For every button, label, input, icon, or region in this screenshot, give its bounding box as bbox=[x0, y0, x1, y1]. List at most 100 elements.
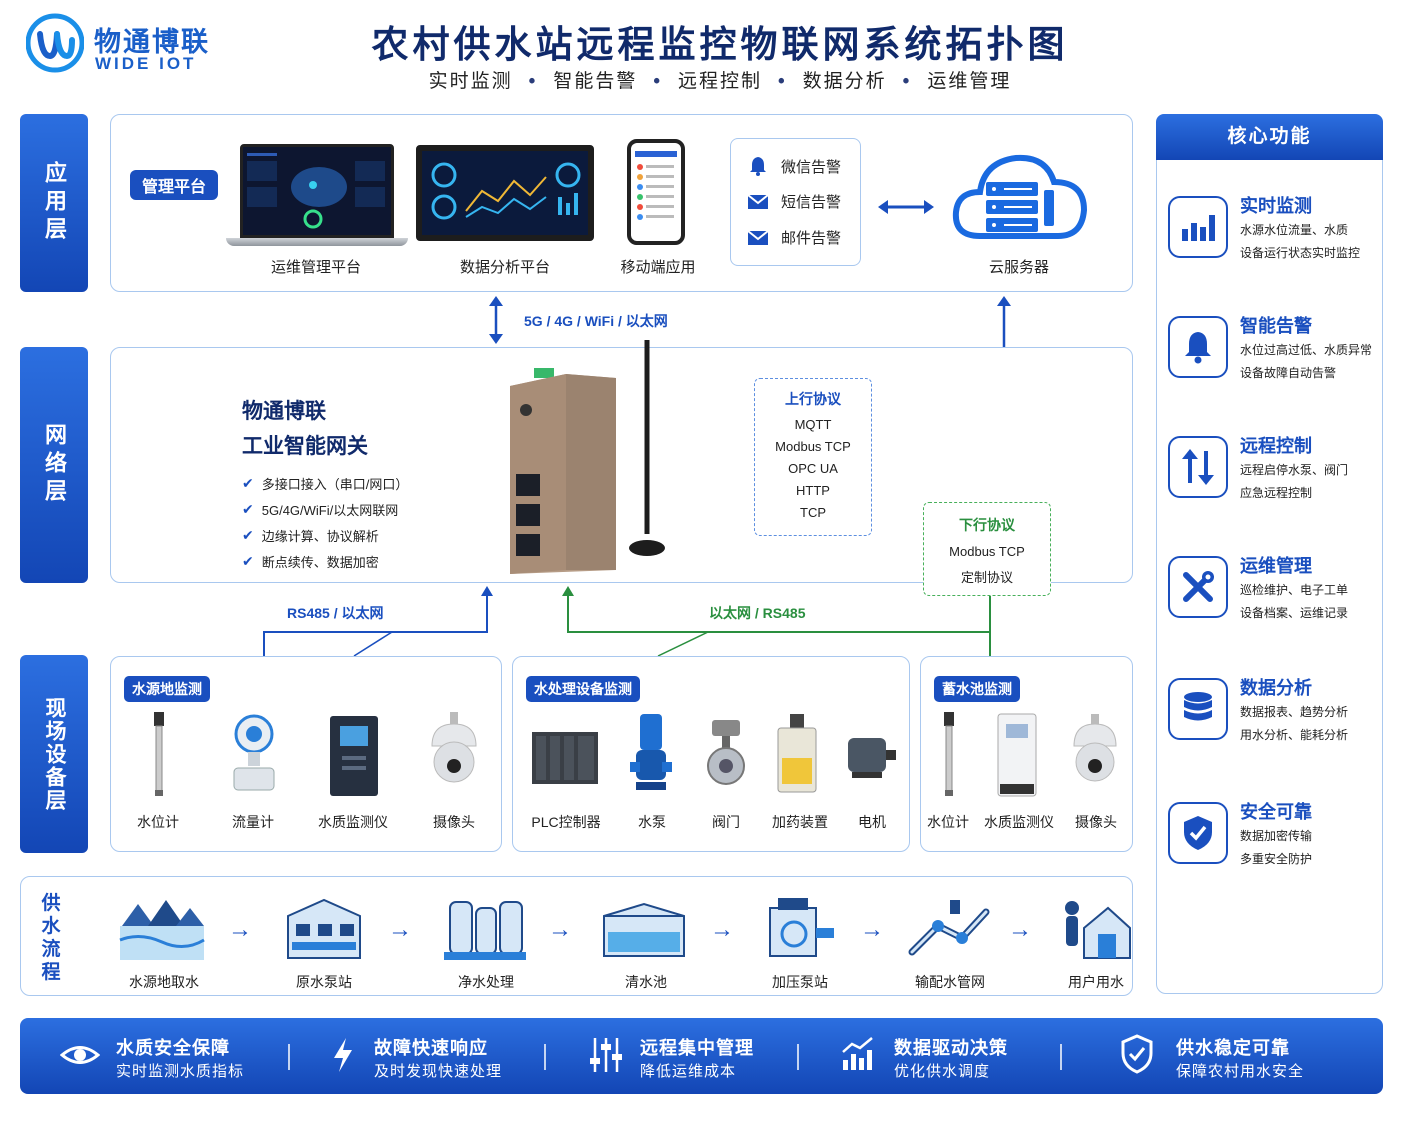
benefit-divider bbox=[288, 1044, 290, 1070]
benefit-title: 供水稳定可靠 bbox=[1176, 1038, 1290, 1058]
subtitle-sep: • bbox=[653, 71, 662, 92]
clear-water-tank-icon bbox=[603, 902, 685, 957]
flow-arrow-icon: → bbox=[228, 916, 252, 943]
ptz-camera-icon bbox=[431, 712, 477, 783]
benefit-subtitle: 实时监测水质指标 bbox=[116, 1063, 245, 1080]
device-label-analytics-platform: 数据分析平台 bbox=[459, 259, 550, 276]
core-function-desc: 水位过高过低、水质异常设备故障自动告警 bbox=[1240, 343, 1373, 380]
core-function-item: 远程控制 远程启停水泵、阀门应急远程控制 bbox=[1168, 432, 1378, 508]
device-name: 水泵 bbox=[638, 814, 666, 830]
protocol-item: MQTT bbox=[794, 417, 832, 432]
core-function-title: 运维管理 bbox=[1240, 556, 1312, 576]
up-down-arrows-icon bbox=[1168, 436, 1228, 498]
check-icon: ✔ bbox=[242, 552, 254, 569]
flow-arrow-icon: → bbox=[710, 916, 734, 943]
household-water-icon bbox=[1065, 901, 1131, 959]
core-function-title: 实时监测 bbox=[1240, 196, 1312, 216]
device-name: 水位计 bbox=[927, 814, 969, 830]
field-group-tag: 水处理设备监测 bbox=[526, 676, 640, 702]
layer-tab-application: 应用层 bbox=[20, 114, 88, 292]
benefit-divider bbox=[544, 1044, 546, 1070]
layer-label-flow: 供水流程 bbox=[41, 893, 61, 983]
eye-icon bbox=[60, 1046, 100, 1064]
electric-motor-icon bbox=[848, 738, 896, 778]
gateway-feature-list: ✔多接口接入（串口/网口） ✔5G/4G/WiFi/以太网联网 ✔边缘计算、协议… bbox=[242, 470, 408, 574]
plc-controller-icon bbox=[532, 732, 598, 784]
laptop-illustration bbox=[226, 144, 408, 246]
mobile-app-icon bbox=[635, 151, 677, 220]
device-label-ops-platform: 运维管理平台 bbox=[270, 259, 361, 276]
protocol-item: TCP bbox=[800, 505, 826, 520]
water-level-sensor-icon bbox=[154, 712, 164, 796]
core-function-item: 运维管理 巡检维护、电子工单设备档案、运维记录 bbox=[1168, 552, 1378, 628]
subtitle-sep: • bbox=[902, 71, 912, 92]
subtitle-item: 智能告警 bbox=[553, 71, 638, 92]
cloud-server-icon bbox=[952, 154, 1088, 239]
device-name: 水质监测仪 bbox=[984, 814, 1054, 830]
flow-arrow-icon: → bbox=[548, 916, 572, 943]
page-title: 农村供水站远程监控物联网系统拓扑图 bbox=[371, 24, 1069, 65]
mail-icon bbox=[747, 193, 769, 209]
booster-pump-station-icon bbox=[769, 898, 834, 957]
layer-tab-network: 网络层 bbox=[20, 347, 88, 583]
alert-sms: 短信告警 bbox=[747, 191, 841, 212]
field-connector-lines bbox=[263, 586, 991, 656]
protocol-item: OPC UA bbox=[788, 461, 838, 476]
flow-step-label: 清水池 bbox=[625, 974, 667, 990]
flow-arrow-icon: → bbox=[388, 916, 412, 943]
core-function-item: 智能告警 水位过高过低、水质异常设备故障自动告警 bbox=[1168, 312, 1378, 388]
field-group-tag: 水源地监测 bbox=[124, 676, 210, 702]
phone-illustration bbox=[627, 139, 685, 245]
core-function-item: 安全可靠 数据加密传输多重安全防护 bbox=[1168, 798, 1378, 874]
gateway-title-line1: 物通博联 bbox=[242, 400, 326, 423]
pipe-network-icon bbox=[908, 900, 990, 956]
benefit-title: 水质安全保障 bbox=[116, 1038, 230, 1058]
benefit-divider bbox=[1060, 1044, 1062, 1070]
bar-chart-icon bbox=[1168, 196, 1228, 258]
protocol-item: Modbus TCP bbox=[949, 544, 1025, 559]
check-icon: ✔ bbox=[242, 474, 254, 491]
water-source-icon bbox=[119, 900, 205, 960]
alert-label: 邮件告警 bbox=[781, 230, 842, 247]
device-name: 摄像头 bbox=[1075, 814, 1117, 830]
subtitle-item: 运维管理 bbox=[927, 71, 1012, 92]
gateway-feature: ✔边缘计算、协议解析 bbox=[242, 526, 379, 544]
layer-tab-field: 现场设备层 bbox=[20, 655, 88, 853]
device-name: 阀门 bbox=[712, 814, 740, 830]
raw-water-pump-station-icon bbox=[287, 898, 361, 959]
benefit-title: 故障快速响应 bbox=[374, 1038, 488, 1058]
core-function-desc: 数据报表、趋势分析用水分析、能耗分析 bbox=[1240, 705, 1349, 742]
device-label-mobile-app: 移动端应用 bbox=[620, 259, 696, 276]
check-icon: ✔ bbox=[242, 526, 254, 543]
bell-icon bbox=[750, 157, 766, 176]
alert-label: 短信告警 bbox=[781, 194, 842, 211]
gateway-feature: ✔多接口接入（串口/网口） bbox=[242, 474, 409, 492]
valve-icon bbox=[707, 720, 745, 785]
gateway-title: 物通博联 工业智能网关 bbox=[242, 394, 368, 464]
downstream-protocol-box: 下行协议 Modbus TCP 定制协议 bbox=[923, 502, 1051, 596]
flow-arrow-icon: → bbox=[1008, 916, 1032, 943]
device-name: 水位计 bbox=[137, 814, 179, 830]
water-pump-icon bbox=[630, 714, 672, 790]
water-quality-monitor-icon bbox=[997, 713, 1037, 797]
device-name: 水质监测仪 bbox=[318, 814, 388, 830]
core-function-desc: 巡检维护、电子工单设备档案、运维记录 bbox=[1240, 583, 1349, 620]
flow-step-label: 输配水管网 bbox=[915, 974, 985, 990]
water-purification-icon bbox=[444, 901, 526, 960]
database-icon bbox=[1168, 678, 1228, 740]
core-function-title: 远程控制 bbox=[1240, 436, 1312, 456]
device-label-cloud-server: 云服务器 bbox=[988, 259, 1049, 276]
link-label-right: 以太网 / RS485 bbox=[709, 605, 806, 621]
field-group-tag: 蓄水池监测 bbox=[934, 676, 1020, 702]
alert-label: 微信告警 bbox=[781, 158, 842, 176]
device-name: 电机 bbox=[858, 814, 886, 830]
device-name: 加药装置 bbox=[772, 814, 828, 830]
mail-icon bbox=[747, 229, 769, 245]
wide-iot-logo-icon bbox=[26, 13, 84, 73]
gateway-feature: ✔5G/4G/WiFi/以太网联网 bbox=[242, 500, 399, 518]
core-function-title: 智能告警 bbox=[1240, 316, 1312, 336]
core-function-item: 实时监测 水源水位流量、水质设备运行状态实时监控 bbox=[1168, 192, 1378, 268]
trend-chart-icon bbox=[842, 1037, 873, 1070]
ptz-camera-icon bbox=[1073, 714, 1117, 782]
up-arrow-icon bbox=[997, 296, 1011, 348]
